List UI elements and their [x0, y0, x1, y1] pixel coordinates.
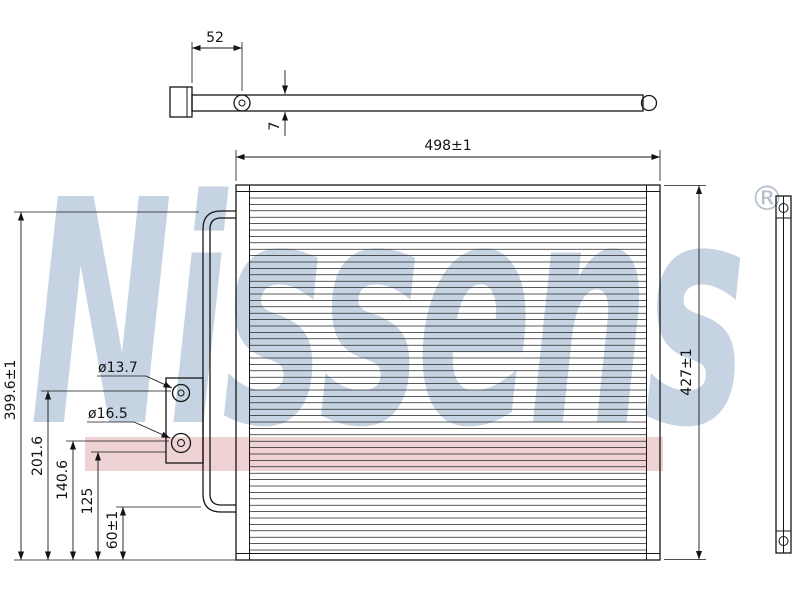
dim-label-port-bottom: ø16.5	[88, 406, 128, 422]
dim-label-port-top: ø13.7	[98, 360, 138, 376]
top-bar	[191, 94, 644, 112]
receiver-bracket	[165, 377, 204, 464]
dim-label-4: 60±1	[105, 511, 121, 549]
side-view	[775, 195, 792, 554]
dim-label-3: 125	[80, 488, 96, 515]
port-bottom-hole	[177, 439, 185, 447]
dim-bar-offset: 52	[191, 30, 243, 91]
dim-label-52: 52	[206, 30, 224, 46]
registered-trademark-icon: ®	[750, 179, 784, 219]
bar-fitting-right	[640, 94, 658, 112]
side-mount-hole-bottom	[778, 536, 789, 546]
dim-width: 498±1	[235, 138, 661, 181]
front-view: ø13.7 ø16.5 498±1 427±1 39	[3, 138, 706, 561]
nissens-watermark: Nissens ®	[30, 136, 784, 497]
callout-port-top: ø13.7	[97, 360, 173, 389]
dim-left-stack: 399.6±1 201.6 140.6 125 60±1	[3, 211, 236, 561]
leader-line	[145, 375, 173, 389]
port-top-hole	[177, 389, 185, 397]
leader-line	[133, 421, 171, 439]
dim-height: 427±1	[664, 185, 706, 560]
bar-fitting-left-hole	[238, 99, 246, 107]
side-mount-hole-top	[778, 203, 789, 213]
port-top-fitting	[171, 383, 191, 403]
top-view: 52 7	[169, 30, 658, 136]
dim-label-2: 140.6	[55, 460, 71, 500]
bar-fitting-left	[233, 94, 251, 112]
watermark-text: Nissens	[30, 136, 742, 497]
dim-label-width: 498±1	[424, 138, 471, 154]
dim-bar-thickness: 7	[267, 70, 289, 136]
left-pipe-inner	[209, 217, 236, 506]
dim-label-height: 427±1	[679, 348, 695, 395]
port-bottom-fitting	[170, 432, 192, 454]
dim-label-7: 7	[267, 122, 283, 131]
condenser-core-fins	[250, 197, 646, 551]
dim-label-0: 399.6±1	[3, 360, 19, 421]
callout-port-bottom: ø16.5	[87, 406, 171, 439]
dim-label-1: 201.6	[30, 436, 46, 476]
condenser-outline	[235, 184, 661, 561]
bar-end-block	[169, 86, 193, 118]
left-pipe-outer	[202, 210, 236, 513]
